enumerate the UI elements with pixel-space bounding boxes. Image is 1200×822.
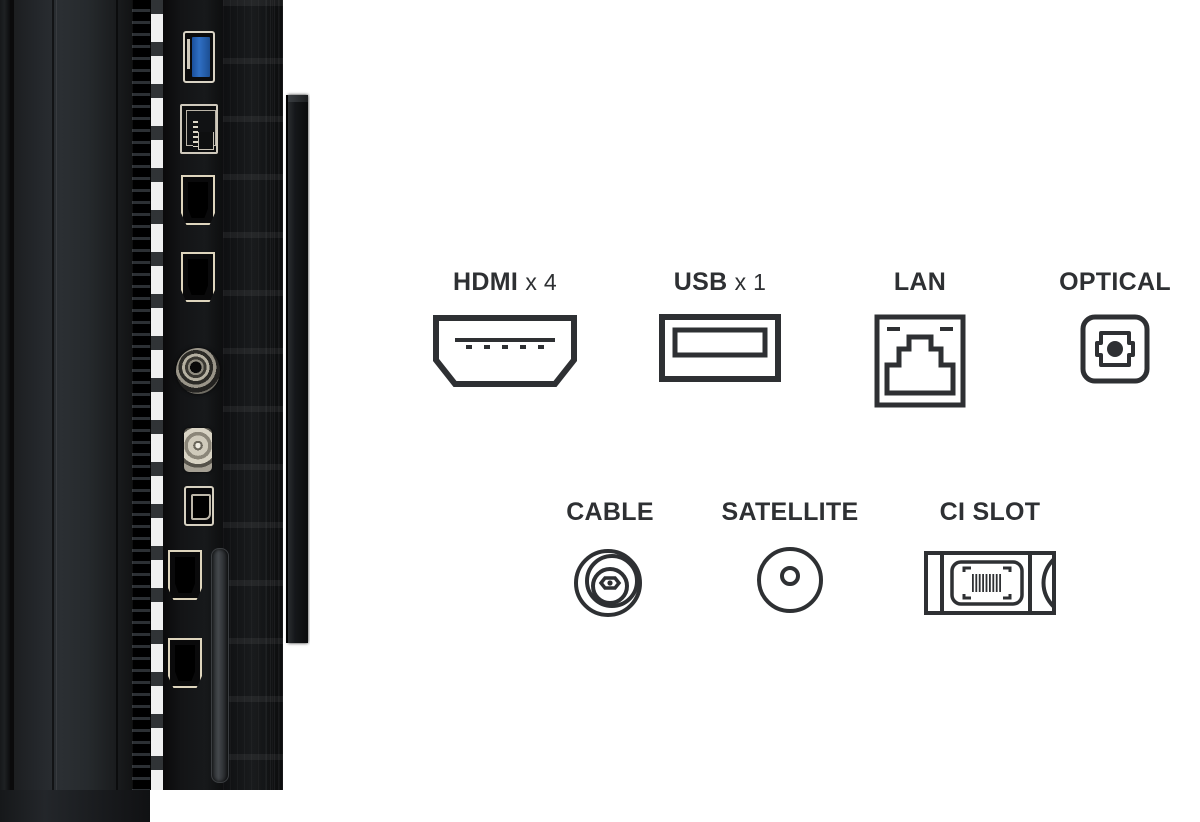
rear-fin xyxy=(288,95,308,643)
spec-label-ci-slot: CI SLOT xyxy=(900,500,1080,525)
spec-cell-lan: LAN xyxy=(850,270,990,413)
spec-label-cable-text: CABLE xyxy=(566,498,654,526)
spec-art-optical xyxy=(1030,313,1200,413)
spec-label-satellite: SATELLITE xyxy=(700,500,880,525)
optical-port xyxy=(184,486,214,526)
spec-label-ci-slot-text: CI SLOT xyxy=(939,498,1041,526)
spec-label-satellite-text: SATELLITE xyxy=(721,498,859,526)
spec-art-hdmi xyxy=(415,313,595,413)
spec-cell-ci-slot: CI SLOT xyxy=(900,500,1080,643)
hdmi-port-3 xyxy=(168,550,202,600)
spec-art-satellite xyxy=(700,543,880,643)
spec-cell-usb: USB x 1 xyxy=(630,270,810,413)
panel-rail-strip xyxy=(151,0,163,822)
tv-rear-panel-photo xyxy=(0,0,310,822)
spec-art-cable xyxy=(530,543,690,643)
usb-connector-icon xyxy=(659,314,781,382)
usb-3-port xyxy=(183,31,215,83)
lan-port xyxy=(180,104,218,154)
ventilation-grille xyxy=(132,0,151,822)
optical-toslink-icon xyxy=(1080,314,1150,384)
spec-label-usb-count: x 1 xyxy=(734,269,767,295)
tv-bezel-seam xyxy=(10,0,14,822)
spec-cell-optical: OPTICAL xyxy=(1030,270,1200,413)
lan-port-latch xyxy=(198,132,214,150)
housing-seam-1 xyxy=(52,0,54,822)
spec-cell-hdmi: HDMI x 4 xyxy=(415,270,595,413)
satellite-port xyxy=(184,428,212,472)
spec-cell-cable: CABLE xyxy=(530,500,690,643)
spec-label-cable: CABLE xyxy=(530,500,690,525)
usb-3-contact-tongue xyxy=(187,39,190,69)
icon-row-top: HDMI x 4 xyxy=(400,270,1200,450)
spec-cell-satellite: SATELLITE xyxy=(700,500,880,643)
lan-port-pins xyxy=(193,121,198,147)
ci-slot-physical xyxy=(211,548,229,783)
spec-label-usb: USB x 1 xyxy=(630,270,810,295)
lan-rj45-icon xyxy=(874,314,966,408)
tv-bezel-edge xyxy=(0,0,10,822)
satellite-f-connector-icon xyxy=(757,547,823,613)
spec-label-lan-text: LAN xyxy=(893,268,947,296)
spec-label-hdmi: HDMI x 4 xyxy=(415,270,595,295)
usb-3-blue-insert xyxy=(192,37,210,77)
ribbed-shell xyxy=(223,0,283,822)
coax-cable-port xyxy=(176,348,220,394)
spec-label-lan: LAN xyxy=(850,270,990,295)
panel-bottom-edge xyxy=(0,790,150,822)
ribbed-shell-step xyxy=(266,0,288,822)
icon-row-bottom: CABLE SATELLITE xyxy=(400,500,1200,660)
spec-art-ci-slot xyxy=(900,543,1080,643)
spec-label-optical: OPTICAL xyxy=(1030,270,1200,295)
hdmi-port-2 xyxy=(181,252,215,302)
spec-label-hdmi-count: x 4 xyxy=(525,269,557,295)
spec-label-usb-text: USB xyxy=(673,268,728,296)
connectivity-icon-legend: HDMI x 4 xyxy=(400,0,1200,822)
ci-card-slot-icon xyxy=(924,551,1056,615)
housing-seam-2 xyxy=(116,0,118,822)
hdmi-port-4 xyxy=(168,638,202,688)
spec-art-usb xyxy=(630,313,810,413)
rear-fin-top xyxy=(288,95,308,102)
spec-label-optical-text: OPTICAL xyxy=(1059,268,1171,296)
rear-fin-edge xyxy=(286,95,289,643)
tv-rear-housing xyxy=(14,0,132,822)
hdmi-port-1 xyxy=(181,175,215,225)
spec-art-lan xyxy=(850,313,990,413)
hdmi-connector-icon xyxy=(433,315,577,387)
spec-label-hdmi-text: HDMI xyxy=(453,268,519,296)
housing-highlight-1 xyxy=(56,0,57,822)
coax-cable-icon xyxy=(574,549,642,617)
